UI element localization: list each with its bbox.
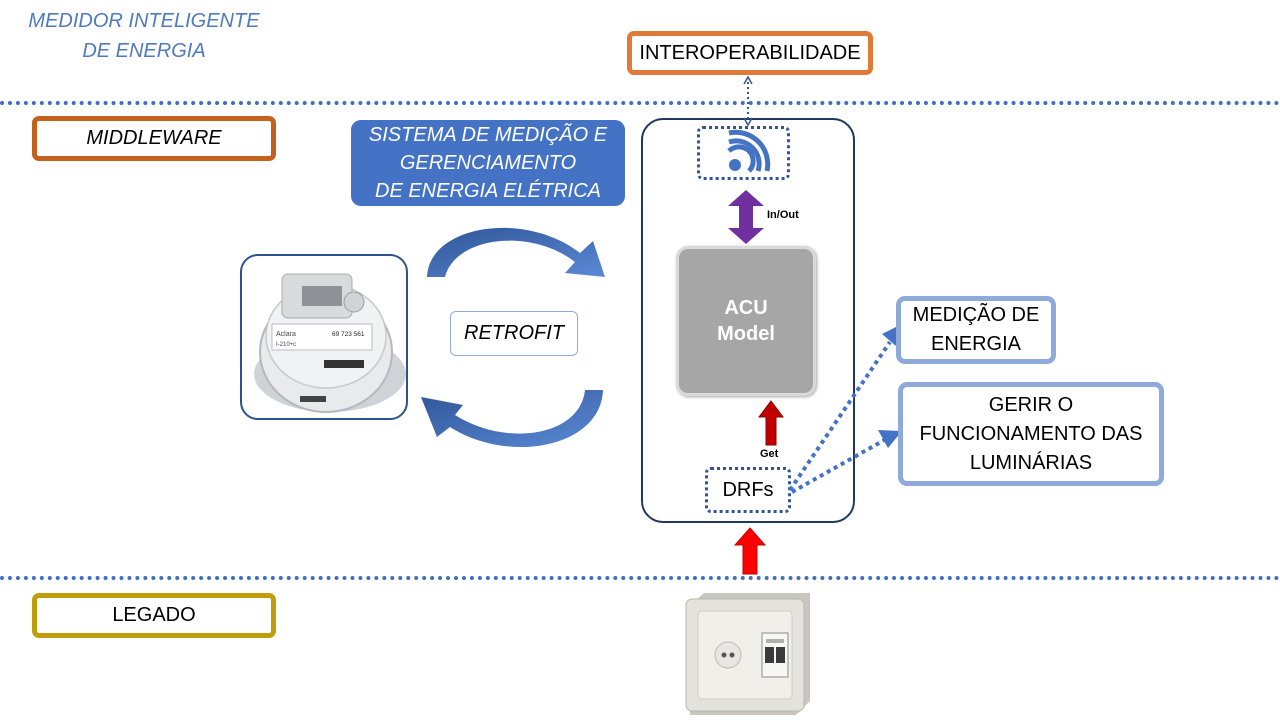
system-box-line1: SISTEMA DE MEDIÇÃO E [368,124,608,146]
interoperability-label: INTEROPERABILIDADE [627,31,873,75]
middleware-text: MIDDLEWARE [86,127,222,149]
top-dotted-line [0,101,1280,105]
measurement-line1: MEDIÇÃO DE [912,304,1040,326]
luminaires-line3: LUMINÁRIAS [969,451,1093,474]
acu-model-box: ACU Model [676,246,816,396]
curved-arrow-bottom-icon [421,390,603,448]
diagram-title: MEDIDOR INTELIGENTE DE ENERGIA [28,10,260,62]
inout-double-arrow-icon [728,190,764,244]
drfs-output-connectors [788,326,902,494]
acu-line1: ACU [724,297,768,319]
interoperability-text: INTEROPERABILIDADE [639,41,861,64]
luminaires-line1: GERIR O [988,393,1074,416]
meter-model-text: I-210+c [276,342,296,348]
bottom-dotted-line [0,576,1280,580]
middleware-label: MIDDLEWARE [32,116,276,161]
drfs-box: DRFs [705,467,791,513]
get-arrow-icon [758,400,784,446]
legacy-text: LEGADO [112,604,196,626]
wifi-icon [727,129,771,173]
retrofit-label: RETROFIT [450,311,578,356]
smart-meter-image: Aclara I-210+c 69 723 561 [240,254,408,420]
system-box: SISTEMA DE MEDIÇÃO E GERENCIAMENTO DE EN… [351,120,625,206]
measurement-line2: ENERGIA [930,333,1022,355]
luminaires-box: GERIR O FUNCIONAMENTO DAS LUMINÁRIAS [898,382,1164,486]
wifi-box [697,126,790,180]
meter-serial-text: 69 723 561 [332,331,365,338]
luminaires-line2: FUNCIONAMENTO DAS [919,422,1143,445]
input-arrow-icon [733,527,767,575]
system-box-line2: GERENCIAMENTO [399,152,577,174]
legacy-label: LEGADO [32,593,276,638]
get-label: Get [760,448,779,460]
measurement-box: MEDIÇÃO DE ENERGIA [896,296,1056,364]
meter-brand-text: Aclara [276,331,296,338]
acu-line2: Model [717,323,775,345]
retrofit-cycle-arrows [421,227,605,448]
retrofit-text: RETROFIT [464,322,564,344]
outlet-breaker-image [684,589,812,717]
interoperability-connector [743,75,753,127]
drfs-text: DRFs [722,478,774,501]
inout-label: In/Out [767,209,799,221]
system-box-line3: DE ENERGIA ELÉTRICA [375,180,601,202]
curved-arrow-top-icon [427,227,605,277]
